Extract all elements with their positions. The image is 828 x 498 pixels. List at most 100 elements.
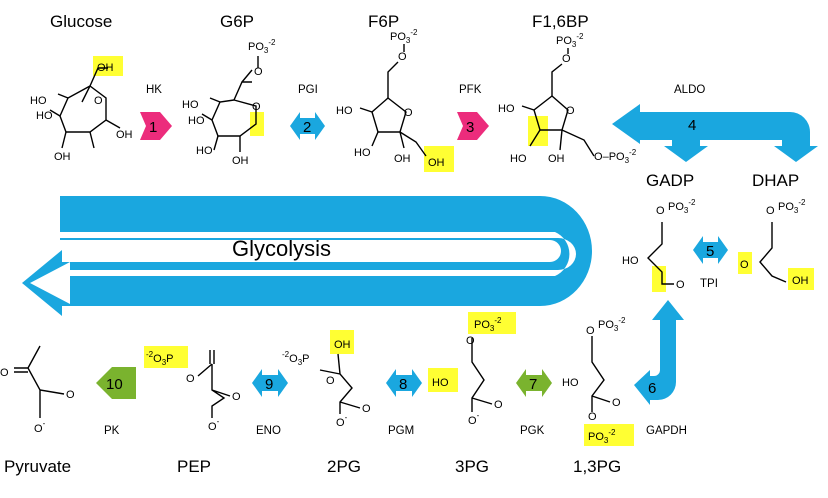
pep-carboxylate-o: O-	[208, 417, 220, 433]
pg2-oh: OH	[334, 339, 351, 351]
dhap-oh: OH	[792, 275, 809, 287]
enzyme-pgi: PGI	[298, 84, 318, 96]
pyruvate-carbonyl-o: O	[66, 389, 75, 401]
step-3-arrow: 3	[457, 112, 489, 140]
step-7-number: 7	[529, 376, 537, 393]
f16bp-po3-top: PO3-2	[556, 32, 584, 49]
label-glucose: Glucose	[50, 12, 112, 31]
step-10-arrow: 10	[96, 367, 136, 399]
step-9-number: 9	[265, 376, 273, 393]
f6p-po3: PO3-2	[390, 28, 418, 45]
dhap-o-link: O	[766, 205, 775, 217]
f16bp-ring-o: O	[566, 105, 575, 117]
step-6-number: 6	[648, 380, 656, 397]
step-10-number: 10	[106, 376, 123, 393]
gadp-po3: PO3-2	[668, 198, 696, 215]
bpg13-o-bottom: O	[588, 411, 597, 423]
dhap-structure	[738, 222, 814, 290]
gadp-ho: HO	[622, 255, 639, 267]
label-f6p: F6P	[368, 12, 399, 31]
glucose-structure	[49, 56, 123, 149]
enzyme-eno: ENO	[256, 425, 281, 437]
pg2-o3p: -2O3P	[282, 350, 309, 367]
enzyme-pk: PK	[104, 425, 120, 437]
g6p-ring-o: O	[252, 101, 261, 113]
f6p-structure	[359, 44, 454, 172]
g6p-ho-3: HO	[188, 115, 205, 127]
glycolysis-title: Glycolysis	[232, 236, 331, 261]
f16bp-oh-2: OH	[548, 153, 565, 165]
f6p-ho-4: HO	[336, 105, 353, 117]
f6p-oh-1: OH	[428, 157, 445, 169]
g6p-ho-2: HO	[196, 145, 213, 157]
g6p-oh-1: OH	[232, 155, 249, 167]
f6p-o-link: O	[398, 51, 407, 63]
pg3-o-link: O	[466, 335, 475, 347]
step-5-number: 5	[706, 243, 714, 260]
step-6-arrow: 6	[634, 300, 684, 405]
gadp-aldehyde-o: O	[676, 279, 685, 291]
label-3pg: 3PG	[455, 457, 489, 476]
glucose-ring-o: O	[94, 95, 103, 107]
label-2pg: 2PG	[327, 457, 361, 476]
step-1-arrow: 1	[140, 112, 172, 140]
step-9-arrow: 9	[252, 369, 288, 397]
step-5-arrow: 5	[693, 236, 728, 264]
pg3-po3: PO3-2	[474, 316, 502, 333]
f16bp-structure	[521, 48, 595, 157]
enzyme-tpi: TPI	[700, 278, 718, 290]
pep-carbonyl-o: O	[232, 391, 241, 403]
pyruvate-carboxylate-o: O-	[34, 419, 46, 435]
label-gadp: GADP	[646, 171, 694, 190]
g6p-ho-4: HO	[182, 99, 199, 111]
label-dhap: DHAP	[752, 171, 799, 190]
label-g6p: G6P	[220, 12, 254, 31]
dhap-keto-o: O	[740, 259, 749, 271]
f16bp-ho-4: HO	[498, 103, 515, 115]
label-pyruvate: Pyruvate	[4, 457, 71, 476]
pep-ester-o: O	[186, 373, 195, 385]
pg2-structure	[319, 330, 361, 414]
glycolysis-u-arrow	[22, 196, 592, 316]
bpg13-ho: HO	[562, 377, 579, 389]
glucose-oh-2: OH	[54, 151, 71, 163]
pg2-ester-o: O	[326, 375, 335, 387]
step-4-number: 4	[688, 117, 696, 134]
step-2-arrow: 2	[290, 112, 325, 140]
pyruvate-keto-o: O	[0, 367, 9, 379]
step-3-number: 3	[466, 119, 474, 136]
pep-structure	[144, 346, 231, 418]
label-13bpg: 1,3PG	[573, 457, 621, 476]
pg2-carbonyl-o: O	[362, 403, 371, 415]
g6p-o-link: O	[254, 66, 263, 78]
glucose-ho-3: HO	[36, 110, 53, 122]
gadp-o-link: O	[656, 205, 665, 217]
bpg13-structure	[584, 336, 634, 446]
pg3-carboxylate-o: O-	[468, 411, 480, 427]
step-4-arrow: 4	[612, 104, 818, 162]
glucose-ho-4: HO	[30, 95, 47, 107]
enzyme-pgk: PGK	[520, 425, 545, 437]
enzyme-hk: HK	[146, 84, 162, 96]
bpg13-o-top: O	[586, 325, 595, 337]
step-1-number: 1	[149, 119, 157, 136]
bpg13-carbonyl-o: O	[612, 397, 621, 409]
step-2-number: 2	[303, 119, 311, 136]
bpg13-po3-bottom: PO3-2	[588, 428, 616, 445]
label-f16bp: F1,6BP	[532, 12, 589, 31]
gadp-structure	[647, 222, 674, 292]
enzyme-pgm: PGM	[388, 425, 414, 437]
bpg13-po3-top: PO3-2	[598, 316, 626, 333]
f6p-ring-o: O	[404, 107, 413, 119]
pg3-ho: HO	[432, 377, 449, 389]
enzyme-aldo: ALDO	[674, 84, 705, 96]
pg3-carbonyl-o: O	[494, 399, 503, 411]
f16bp-o-top: O	[562, 53, 571, 65]
pyruvate-structure	[14, 345, 65, 418]
step-7-arrow: 7	[516, 369, 552, 397]
pep-o3p: -2O3P	[146, 350, 173, 367]
step-8-number: 8	[399, 376, 407, 393]
g6p-structure	[201, 56, 264, 152]
pg3-structure	[428, 312, 516, 412]
